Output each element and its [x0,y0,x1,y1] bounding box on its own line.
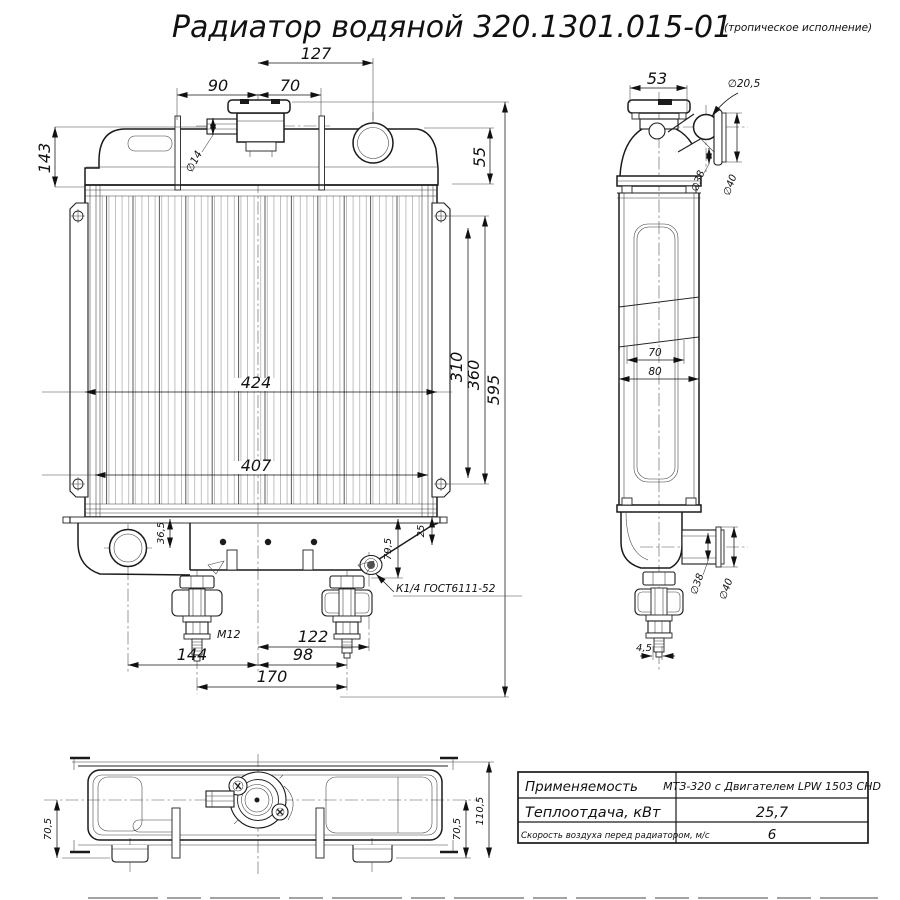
side-filler-cap [627,99,691,140]
title-note: (тропическое исполнение) [724,22,872,34]
side-mount-stud [634,571,684,658]
dim-36-5: 36,5 [156,522,167,544]
topview-dimensions: 70,5 70,5 110,5 [43,761,494,859]
dim-70-5-left: 70,5 [43,818,54,840]
dim-79-5: 79,5 [383,538,394,560]
outlet-pipe-front [108,528,148,568]
dim-4-5: 4,5 [636,643,652,654]
dim-53: 53 [647,69,667,88]
dim-407: 407 [241,456,272,475]
overflow-tube-end [648,122,666,140]
dim-core-70: 70 [648,347,662,359]
spec-row-label: Теплоотдача, кВт [525,805,661,821]
spec-table: Применяемость МТЗ-320 с Двигателем LPW 1… [517,771,881,844]
rivet [264,538,272,546]
front-dimensions: 127 90 70 143 ∅14 55 310 360 595 [35,44,522,698]
bracket-left [69,202,89,498]
outlet-pipe-top [713,109,723,166]
spec-row-value: МТЗ-320 с Двигателем LPW 1503 CHD [663,780,881,793]
dim-170: 170 [257,667,288,686]
rivet [310,538,318,546]
dim-424: 424 [241,373,272,392]
dim-310: 310 [447,352,466,383]
side-dimensions: 53 ∅20,5 ∅38 ∅40 70 80 ∅38 ∅40 4,5 [618,69,761,660]
filler-neck [352,122,394,164]
label-stud-thread: М12 [217,628,241,641]
front-view: 127 90 70 143 ∅14 55 310 360 595 [35,44,522,698]
spec-row-label: Применяемость [525,779,638,795]
sheet-title: Радиатор водяной 320.1301.015-01 (тропич… [172,10,872,45]
radiator-core [84,184,438,518]
rivet [219,538,227,546]
dim-25: 25 [416,525,427,538]
dim-143: 143 [35,143,54,174]
baffle-plate-right [318,115,325,191]
dim-pipe-bot-40: ∅40 [718,577,736,601]
bottom-tank [62,516,448,576]
mount-stud-right [321,575,373,659]
overflow-tube-top [205,790,235,808]
dim-core-80: 80 [648,366,662,378]
mount-stud-left [171,575,223,662]
dim-90: 90 [208,76,228,95]
dim-360: 360 [464,360,483,391]
topview-cap [205,771,294,829]
dim-110-5: 110,5 [475,797,486,826]
label-drain-thread: К1/4 ГОСТ6111-52 [396,583,496,595]
topview-body [70,756,458,863]
dim-hole-dia: ∅20,5 [728,78,761,90]
dim-98: 98 [293,645,313,664]
title-text: Радиатор водяной 320.1301.015-01 [172,10,732,45]
pipe-right [352,845,393,863]
core-section [618,296,700,348]
dim-70-5-right: 70,5 [452,818,463,840]
spec-row-label: Скорость воздуха перед радиатором, м/с [521,831,710,841]
outlet-pipe-bottom [681,529,717,565]
dim-122: 122 [298,627,329,646]
dim-pipe-top-40: ∅40 [722,173,740,197]
cross-plate [171,807,181,859]
spec-row-value: 25,7 [756,805,789,821]
top-view: 70,5 70,5 110,5 [43,754,494,874]
overflow-tube [206,118,238,135]
spec-row-value: 6 [768,827,777,843]
pipe-left [111,845,149,863]
dim-144: 144 [177,645,208,664]
side-view: 53 ∅20,5 ∅38 ∅40 70 80 ∅38 ∅40 4,5 [616,69,761,672]
cross-plate [315,807,325,859]
dim-127: 127 [301,44,332,63]
dim-55: 55 [470,147,489,167]
dim-pipe-top-38: ∅38 [690,169,708,193]
dim-pipe-bot-38: ∅38 [689,572,707,596]
dim-595: 595 [484,375,503,406]
dim-70: 70 [280,76,300,95]
bracket-right [431,202,451,498]
